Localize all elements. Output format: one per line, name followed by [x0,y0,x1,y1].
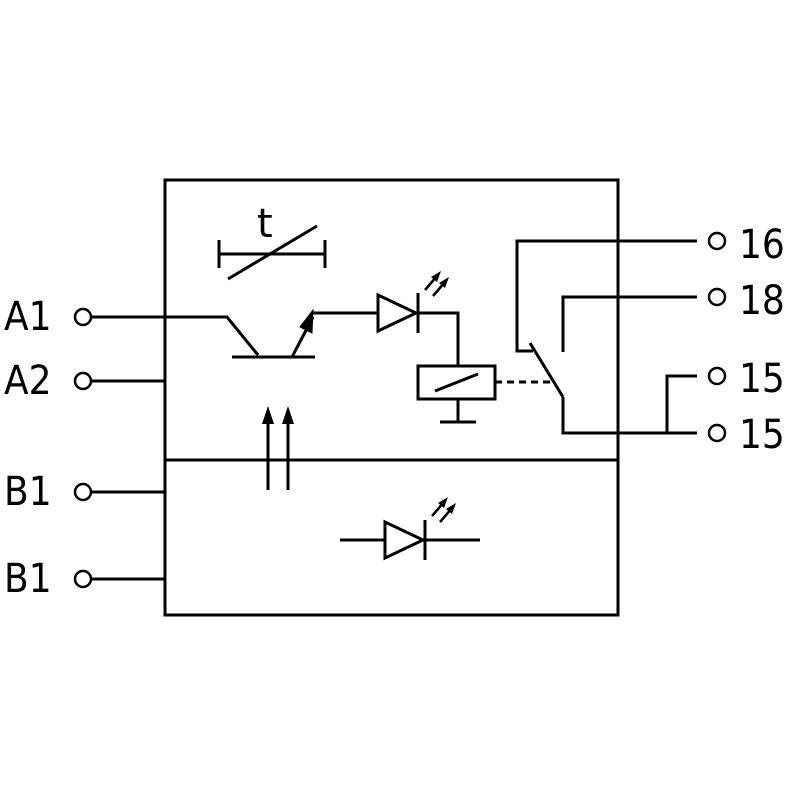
terminal-circle-b1-upper [73,482,93,502]
indicator-led-symbol [340,497,480,561]
terminal-circle-15-lower [707,423,727,443]
relay-coil-symbol [416,364,497,424]
lower-module-box [163,458,620,617]
terminal-16: 16 [707,222,785,268]
terminal-18: 18 [707,278,785,324]
optical-coupling-arrows [262,406,294,490]
upper-module-box [163,178,620,462]
terminal-label-a2: A2 [4,358,52,404]
terminal-15-lower: 15 [707,412,785,458]
terminal-circle-15-upper [707,366,727,386]
changeover-contact [515,239,697,435]
terminal-circle-a1 [73,307,93,327]
terminal-circle-a2 [73,371,93,391]
status-led-symbol [376,271,449,334]
terminal-circle-b1-lower [73,569,93,589]
terminal-label-18: 18 [739,278,785,324]
terminal-label-15-lower: 15 [739,412,785,458]
terminal-b1-upper: B1 [4,469,93,515]
adjustable-timer-symbol: t [217,201,327,281]
terminal-b1-lower: B1 [4,556,93,602]
terminal-label-b1-upper: B1 [4,469,52,515]
terminal-circle-18 [707,287,727,307]
terminal-circle-16 [707,231,727,251]
terminal-15-upper: 15 [707,356,785,402]
terminal-a2: A2 [4,358,93,404]
terminal-label-b1-lower: B1 [4,556,52,602]
wire-a1 [91,315,260,356]
terminal-label-15-upper: 15 [739,356,785,402]
timer-label: t [257,201,273,247]
terminal-a1: A1 [4,294,93,340]
wire-led-coil [418,311,460,366]
transistor-symbol [232,308,315,359]
terminal-label-a1: A1 [4,294,52,340]
terminal-label-16: 16 [739,222,785,268]
